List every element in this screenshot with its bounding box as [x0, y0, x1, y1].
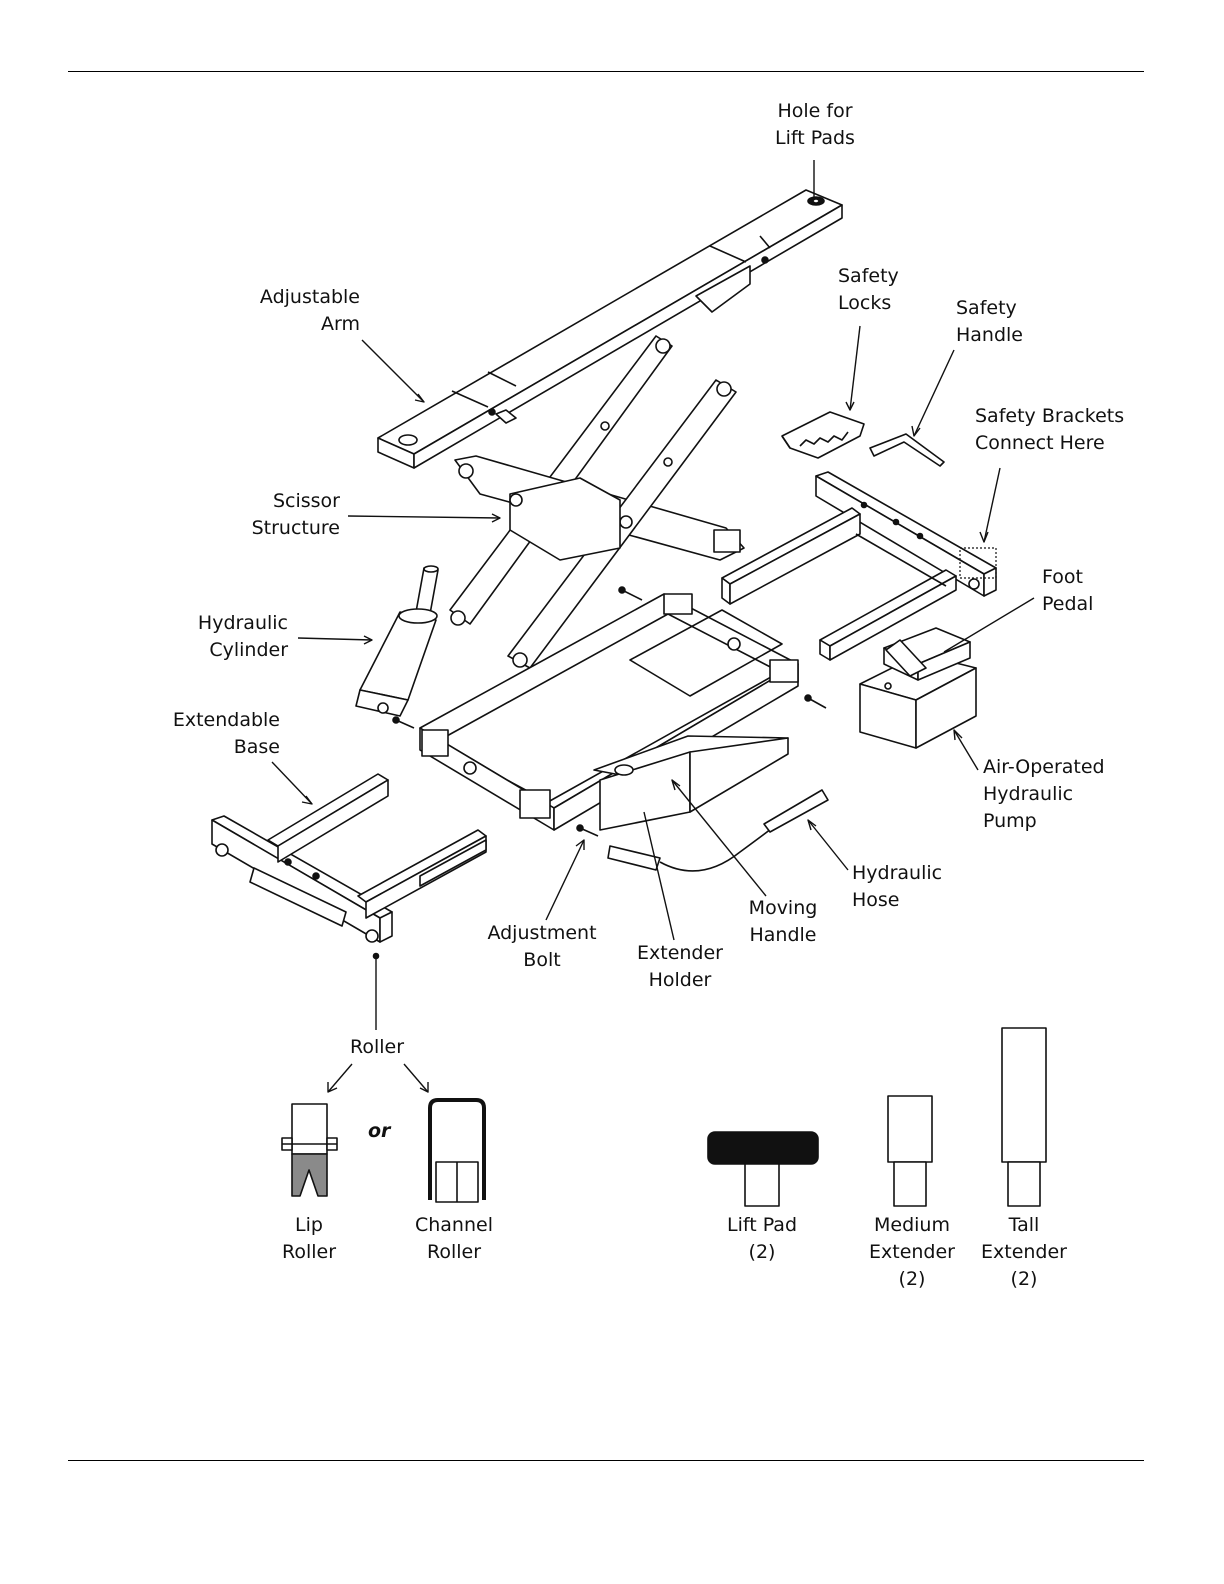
label-roller: Roller	[349, 1036, 405, 1058]
extendable-base-part	[211, 773, 487, 943]
leader-lines	[271, 160, 1035, 1093]
air-pump-part	[859, 627, 977, 749]
hydraulic-hose-part	[607, 789, 829, 872]
bolts	[392, 586, 827, 837]
medium-extender-part	[887, 1095, 933, 1207]
adjustable-arm-part	[377, 189, 843, 469]
channel-roller-part	[428, 1098, 486, 1203]
label-lift-pad: Lift Pad(2)	[726, 1214, 798, 1263]
lift-pad-part	[707, 1131, 819, 1207]
footer-rule	[68, 1460, 1144, 1461]
hydraulic-cylinder-part	[355, 565, 439, 717]
safety-locks-part	[781, 411, 945, 467]
safety-bracket-frame	[721, 471, 997, 661]
tall-extender-part	[1001, 1027, 1047, 1207]
main-base-part	[419, 593, 799, 831]
lip-roller-part	[281, 1103, 338, 1197]
scissor-structure-part	[449, 335, 745, 669]
label-or: or	[368, 1120, 391, 1142]
header-rule	[68, 71, 1144, 72]
